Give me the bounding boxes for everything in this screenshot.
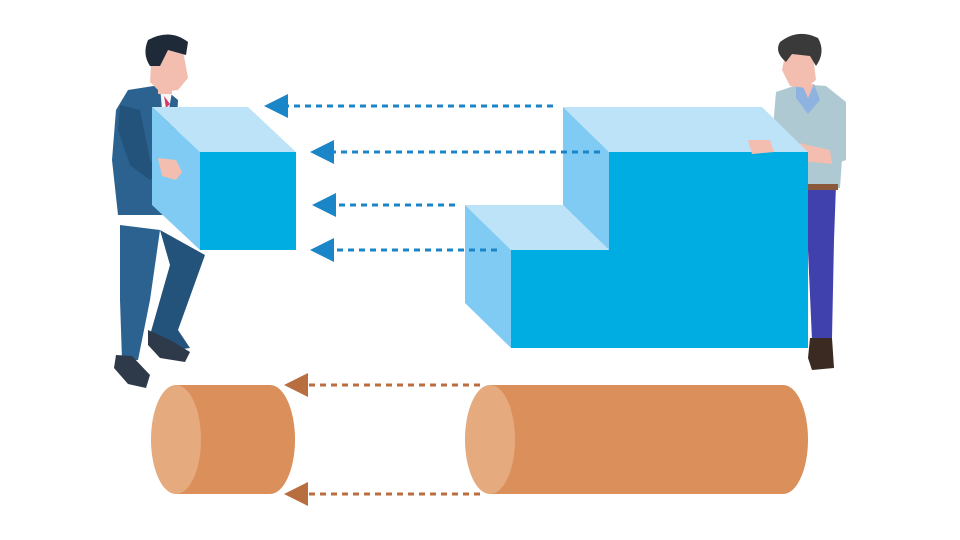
blue-arrows: [264, 94, 600, 262]
businessman-hand: [158, 158, 182, 180]
brown-arrows: [284, 373, 480, 506]
short-cylinder: [151, 385, 295, 494]
long-cylinder: [465, 385, 808, 494]
step-block: [465, 107, 808, 348]
casual-man-hand: [748, 140, 774, 154]
